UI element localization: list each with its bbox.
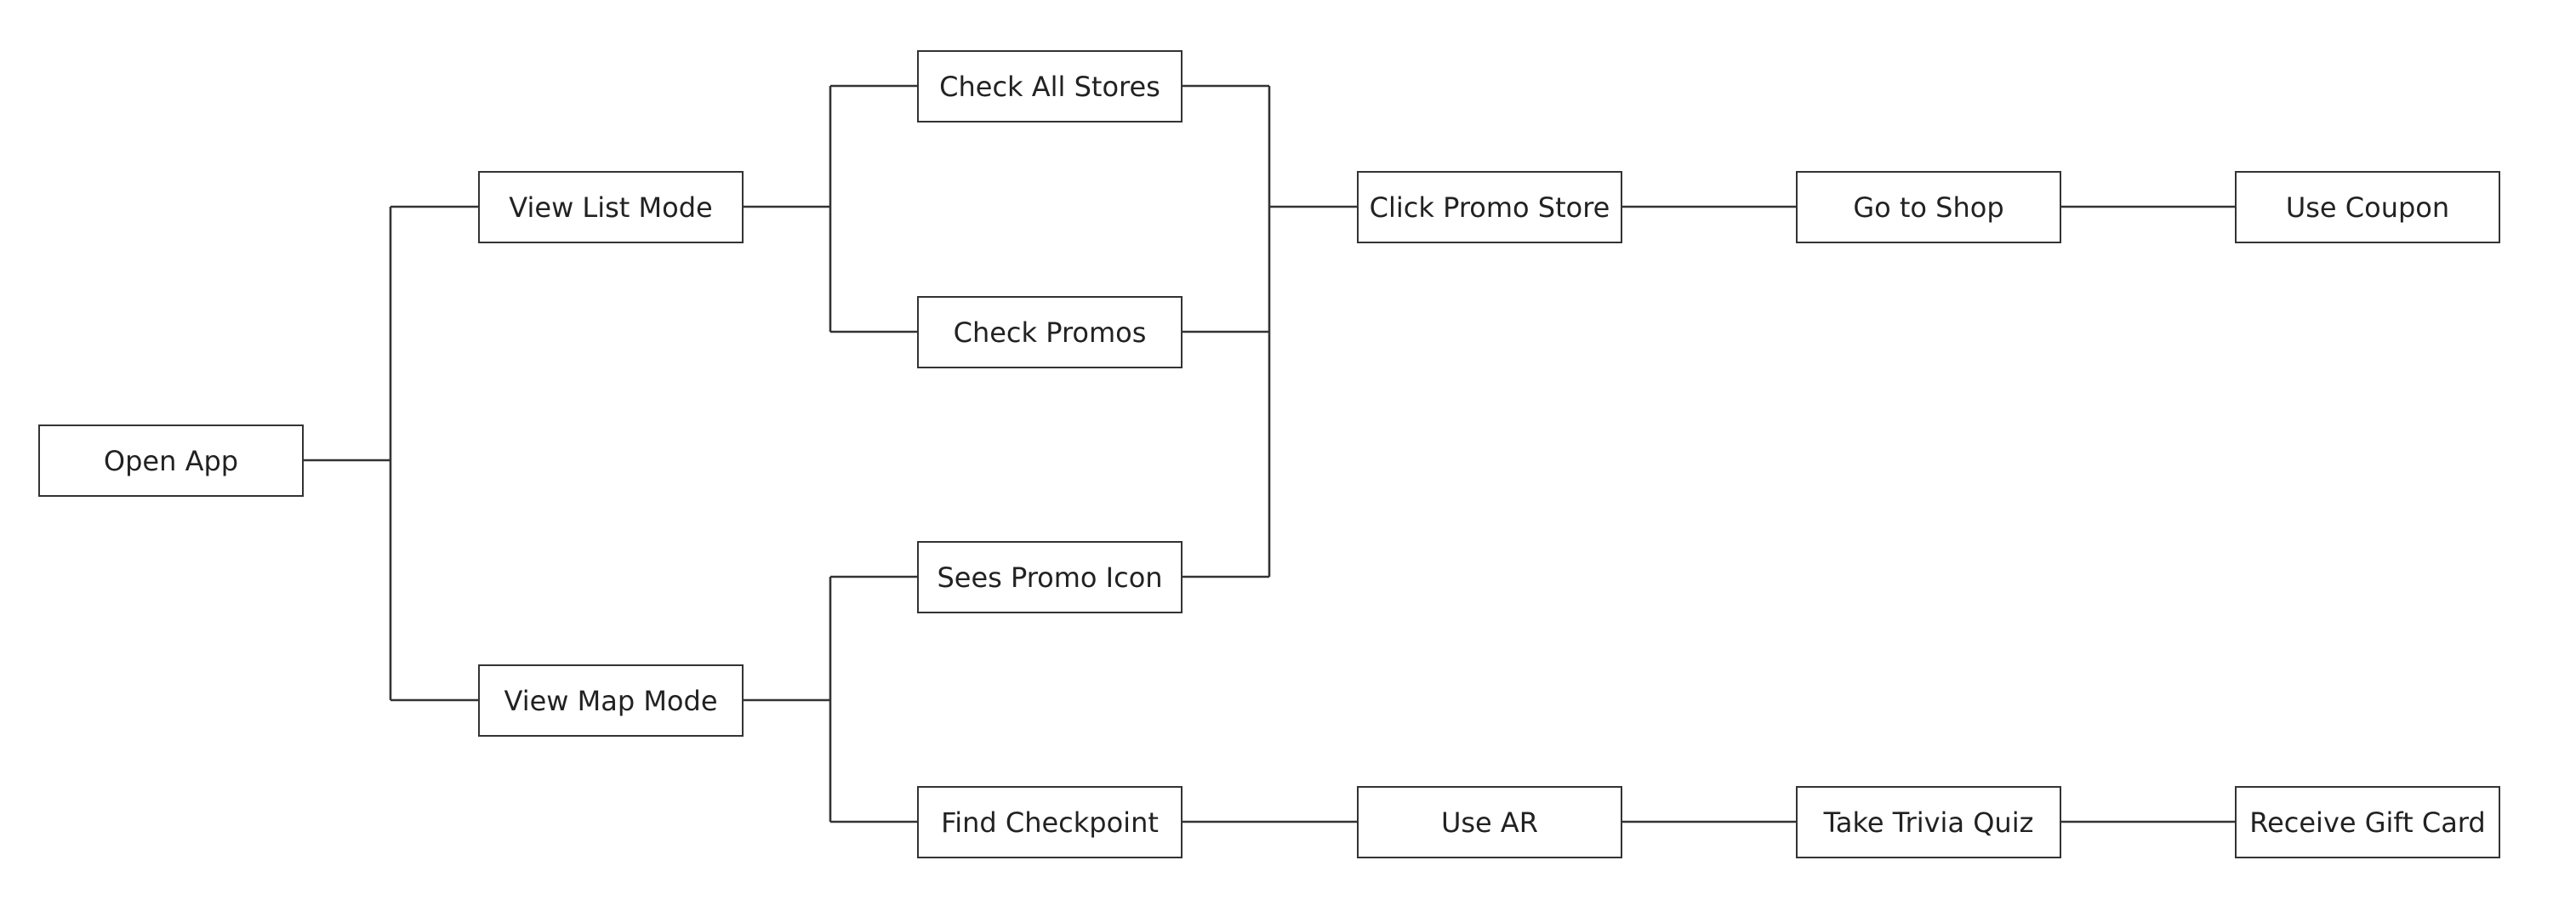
node-open-app: Open App — [38, 424, 304, 497]
node-view-list-mode: View List Mode — [478, 171, 744, 243]
node-check-all-stores: Check All Stores — [917, 50, 1183, 122]
node-take-trivia-quiz: Take Trivia Quiz — [1796, 786, 2061, 858]
node-receive-gift-card: Receive Gift Card — [2235, 786, 2500, 858]
node-sees-promo-icon: Sees Promo Icon — [917, 541, 1183, 613]
node-go-to-shop: Go to Shop — [1796, 171, 2061, 243]
node-view-map-mode: View Map Mode — [478, 664, 744, 737]
node-click-promo-store: Click Promo Store — [1357, 171, 1622, 243]
node-find-checkpoint: Find Checkpoint — [917, 786, 1183, 858]
node-use-ar: Use AR — [1357, 786, 1622, 858]
node-use-coupon: Use Coupon — [2235, 171, 2500, 243]
node-check-promos: Check Promos — [917, 296, 1183, 368]
